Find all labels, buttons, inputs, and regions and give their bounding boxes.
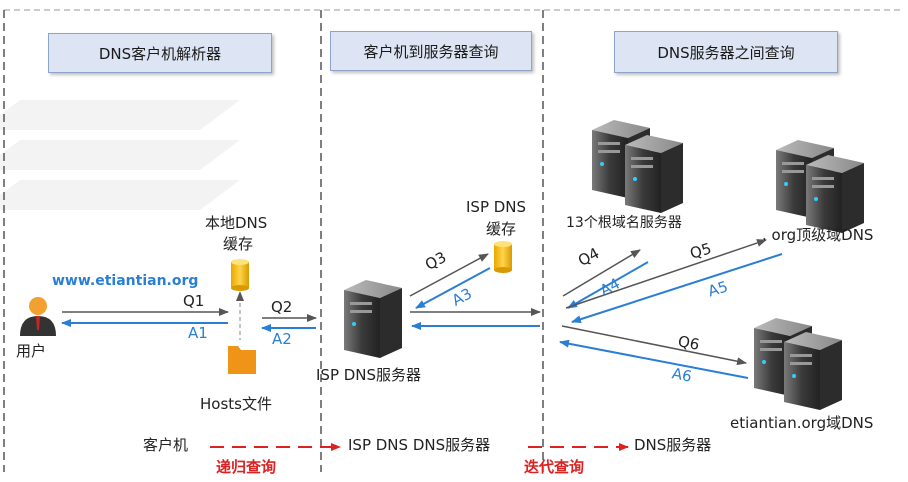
isp-cache-label-2: 缓存 (486, 220, 517, 238)
label-q1: Q1 (183, 292, 205, 310)
watermark-stripe (0, 180, 240, 210)
recursive-query-label: 递归查询 (216, 458, 277, 476)
iterative-query-label: 迭代查询 (524, 458, 585, 476)
root-server-icon-2 (625, 135, 683, 213)
label-a2: A2 (272, 330, 292, 348)
isp-server-icon (344, 280, 402, 358)
tld-server-label: . org顶级域DNS (762, 226, 874, 244)
bottom-client-label: 客户机 (143, 436, 189, 454)
domain-server-label: etiantian.org域DNS (730, 414, 874, 432)
arrow-a6 (559, 339, 749, 379)
bottom-dns-server-label: DNS服务器 (634, 436, 712, 454)
header-between-servers: DNS服务器之间查询 (614, 31, 838, 73)
arrow-q5 (565, 239, 767, 309)
label-q2: Q2 (271, 298, 293, 316)
arrow-a4 (567, 261, 649, 309)
hosts-folder-icon (228, 346, 256, 374)
watermark-stripe (0, 140, 240, 170)
query-url: www.etiantian.org (52, 273, 199, 289)
local-cache-icon (231, 259, 249, 291)
arrow-a5 (571, 253, 783, 324)
user-label: 用户 (16, 342, 47, 360)
isp-server-label: ISP DNS服务器 (316, 366, 422, 384)
arrow-q4 (562, 249, 641, 297)
label-a1: A1 (188, 324, 208, 342)
arrow-q6 (561, 325, 747, 366)
domain-server-icon-2 (784, 332, 842, 410)
arrow-a3 (415, 267, 491, 309)
local-cache-label-2: 缓存 (223, 235, 254, 253)
label-a6: A6 (670, 364, 694, 386)
tld-server-icon-2 (806, 155, 864, 233)
isp-cache-label-1: ISP DNS (466, 198, 527, 216)
label-q6: Q6 (676, 332, 701, 354)
header-client-resolver: DNS客户机解析器 (48, 33, 272, 73)
isp-cache-icon (494, 241, 512, 273)
hosts-label: Hosts文件 (200, 395, 272, 413)
user-icon (20, 297, 56, 336)
watermark-stripe (0, 100, 240, 130)
root-server-label: 13个根域名服务器 (566, 215, 682, 231)
header-client-to-server: 客户机到服务器查询 (330, 31, 532, 71)
arrow-q3 (409, 253, 489, 297)
bottom-isp-label: ISP DNS DNS服务器 (348, 436, 491, 454)
local-cache-label-1: 本地DNS (205, 214, 268, 232)
